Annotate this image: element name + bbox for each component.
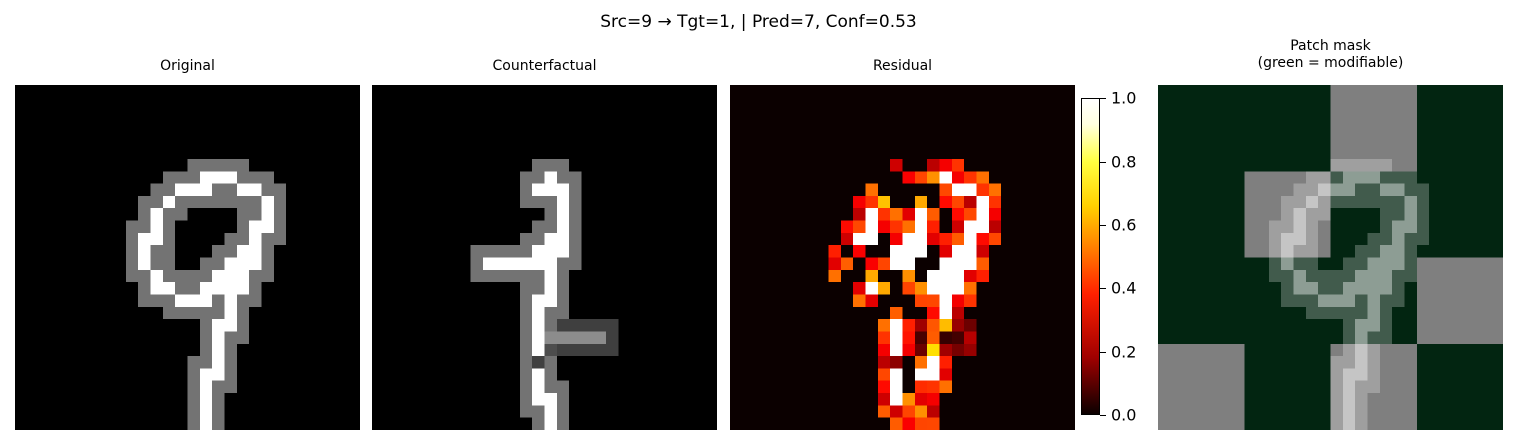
- panel-title-residual: Residual: [872, 58, 933, 74]
- colorbar-tick: [1100, 225, 1106, 226]
- colorbar-tick-label: 0.4: [1111, 278, 1137, 298]
- colorbar-tick: [1100, 352, 1106, 353]
- colorbar-tick-label: 1.0: [1111, 88, 1137, 108]
- residual-colorbar: [1081, 98, 1100, 415]
- colorbar-tick: [1100, 98, 1106, 99]
- colorbar-tick-label: 0.8: [1111, 152, 1137, 172]
- patch-mask-image: [1158, 85, 1503, 430]
- colorbar-tick-label: 0.6: [1111, 215, 1137, 235]
- colorbar-tick: [1100, 162, 1106, 163]
- counterfactual-image: [372, 85, 717, 430]
- colorbar-tick: [1100, 415, 1106, 416]
- panel-title-patch-mask: Patch mask (green = modifiable): [1257, 38, 1404, 71]
- colorbar-tick: [1100, 288, 1106, 289]
- panel-title-counterfactual: Counterfactual: [492, 58, 597, 74]
- panel-title-original: Original: [160, 58, 215, 74]
- figure-title: Src=9 → Tgt=1, | Pred=7, Conf=0.53: [600, 12, 917, 32]
- original-image: [15, 85, 360, 430]
- colorbar-tick-label: 0.2: [1111, 342, 1137, 362]
- colorbar-tick-label: 0.0: [1111, 405, 1137, 425]
- residual-heatmap: [730, 85, 1075, 430]
